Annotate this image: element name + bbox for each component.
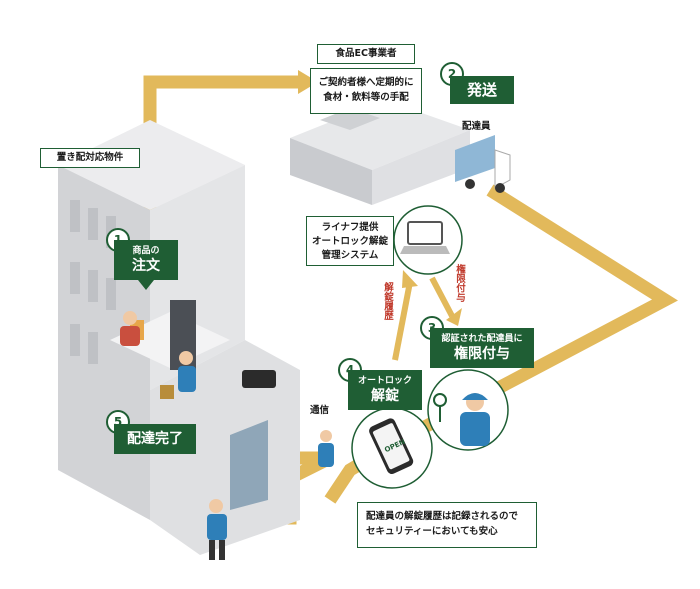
step-3-label: 認証された配達員に 権限付与: [430, 328, 534, 368]
ec-title: 食品EC事業者: [317, 44, 415, 64]
property-building: [58, 120, 300, 555]
delivery-truck: [455, 135, 511, 193]
step-2-label: 発送: [450, 76, 514, 104]
step-5-label: 配達完了: [114, 424, 196, 454]
security-note-line2: セキュリティーにおいても安心: [366, 526, 498, 537]
step-3-small: 認証された配達員に: [441, 334, 523, 344]
step-3-big: 権限付与: [454, 346, 510, 362]
step-2-sub: 配達員: [462, 121, 491, 132]
step-1-pointer: [138, 280, 154, 290]
ec-description-line1: ご契約者様へ定期的に: [318, 77, 414, 88]
warehouse: [290, 100, 470, 205]
system-arrows: [392, 276, 455, 361]
phone-open-icon: [351, 407, 433, 489]
step-1-big: 注文: [132, 258, 160, 274]
security-note-line1: 配達員の解錠履歴は記録されるので: [366, 511, 519, 522]
grant-label: 権限付与: [454, 264, 465, 302]
step-4-label: オートロック 解錠: [348, 370, 422, 410]
people: [120, 311, 334, 560]
step-1-label: 商品の 注文: [114, 240, 178, 280]
step-4-big: 解錠: [371, 388, 399, 404]
path-arrowhead-top: [298, 70, 318, 94]
system-label: ライナフ提供 オートロック解錠 管理システム: [306, 216, 394, 266]
step-1-small: 商品の: [132, 246, 160, 256]
step-4-small: オートロック: [357, 376, 412, 386]
laptop-icon: [393, 205, 463, 275]
security-note: 配達員の解錠履歴は記録されるので セキュリティーにおいても安心: [357, 502, 537, 548]
system-line1: ライナフ提供: [321, 222, 379, 233]
system-line2: オートロック解錠: [311, 236, 388, 247]
courier-with-key-icon: [427, 369, 509, 451]
property-label: 置き配対応物件: [40, 148, 140, 168]
system-line3: 管理システム: [321, 250, 379, 261]
ec-description: ご契約者様へ定期的に 食材・飲料等の手配: [310, 68, 422, 114]
comm-label: 通信: [310, 405, 330, 416]
ec-description-line2: 食材・飲料等の手配: [323, 92, 409, 103]
unlock-history-label: 解錠履歴: [382, 282, 393, 320]
